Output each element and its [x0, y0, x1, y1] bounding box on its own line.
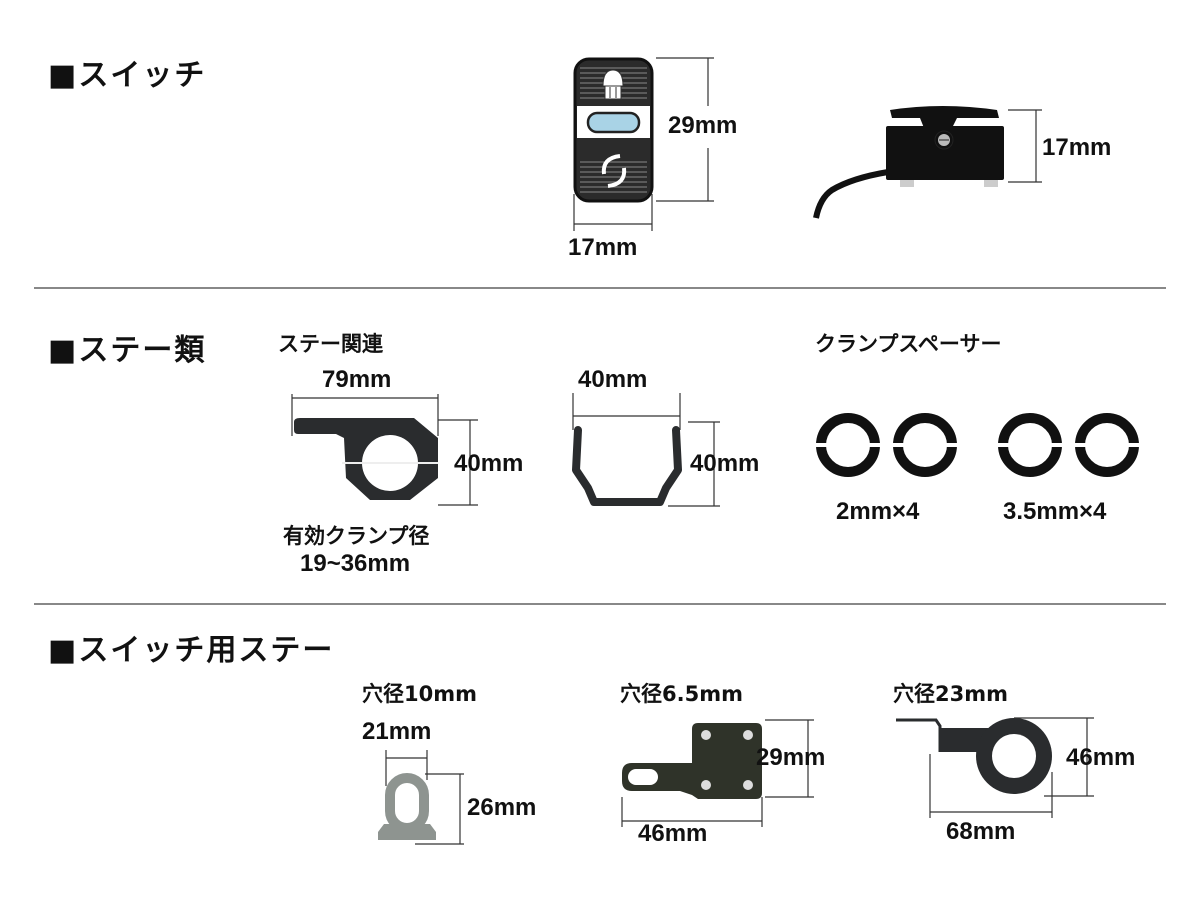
stay-23mm-image: [896, 717, 1094, 818]
stay-6-5mm-height-label: 29mm: [756, 744, 826, 771]
clamp-range-value: 19~36mm: [300, 550, 411, 577]
section-title-switch-stays: ■スイッチ用ステー: [48, 633, 335, 668]
switch-height-label: 29mm: [668, 112, 738, 139]
group-label-clamp-spacer: クランプスペーサー: [815, 332, 1002, 356]
stay-6-5mm-hole-label: 穴径6.5mm: [620, 682, 743, 706]
section-title-stays: ■ステー類: [48, 333, 207, 368]
u-stay-height-label: 40mm: [690, 450, 760, 477]
clamp-stay-height-label: 40mm: [454, 450, 524, 477]
stay-10mm-height-label: 26mm: [467, 794, 537, 821]
stay-10mm-hole-label: 穴径10mm: [362, 682, 477, 706]
switch-width-label: 17mm: [568, 234, 638, 261]
section-divider: [34, 287, 1166, 289]
switch-front-image: [573, 57, 714, 231]
switch-side-height-label: 17mm: [1042, 134, 1112, 161]
stay-6-5mm-width-label: 46mm: [638, 820, 708, 847]
clamp-stay-width-label: 79mm: [322, 366, 392, 393]
clamp-stay-image: [291, 394, 478, 506]
stay-23mm-width-label: 68mm: [946, 818, 1016, 845]
section-title-switch: ■スイッチ: [48, 58, 207, 93]
group-label-stay-related: ステー関連: [278, 332, 383, 356]
clamp-spacer-image: [815, 413, 1145, 477]
u-stay-width-label: 40mm: [578, 366, 648, 393]
stay-23mm-hole-label: 穴径23mm: [893, 682, 1008, 706]
spacer-2mm-label: 2mm×4: [836, 498, 920, 525]
spacer-3-5mm-label: 3.5mm×4: [1003, 498, 1107, 525]
stay-23mm-height-label: 46mm: [1066, 744, 1136, 771]
stay-6-5mm-image: [621, 719, 814, 827]
clamp-range-label: 有効クランプ径: [283, 524, 430, 548]
stay-10mm-width-label: 21mm: [362, 718, 432, 745]
u-stay-image: [572, 393, 720, 507]
switch-side-image: [813, 106, 1042, 219]
stay-10mm-image: [378, 750, 464, 845]
section-divider: [34, 603, 1166, 605]
